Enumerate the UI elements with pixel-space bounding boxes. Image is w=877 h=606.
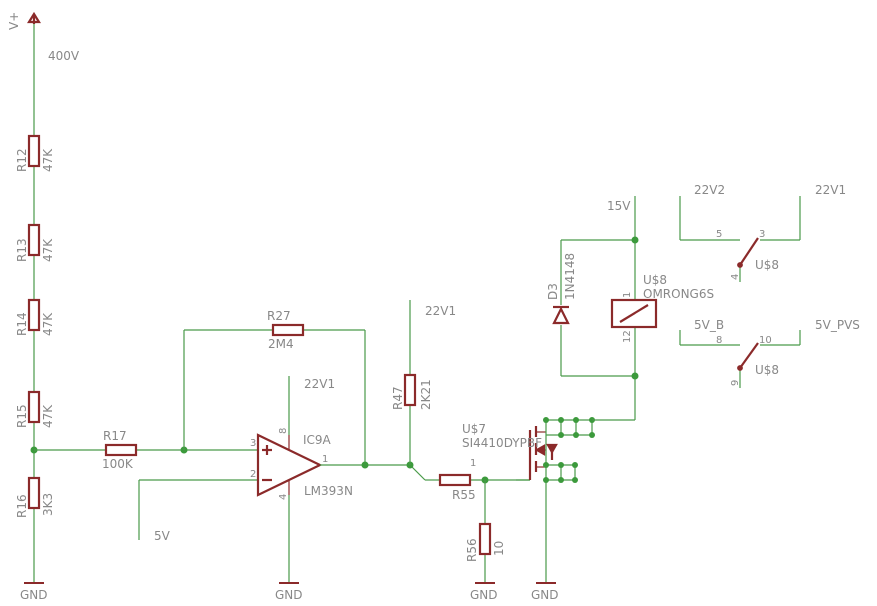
resistor-r16: R16 3K3 <box>15 476 55 518</box>
v5-label: 5V <box>154 529 171 543</box>
r47-name: R47 <box>391 386 405 410</box>
mosfet-gate-pin: 1 <box>470 458 476 469</box>
relay-coil-u8: 1 12 U$8 OMRONG6S <box>610 273 714 343</box>
switch-b-pin9: 9 <box>730 380 741 386</box>
switch-a-pin3: 3 <box>759 229 765 240</box>
relay-bot-left-label: 5V_B <box>694 318 724 332</box>
relay-supply-wires <box>560 196 636 377</box>
mosfet-u7: U$7 SI4410DYPBF <box>462 419 593 583</box>
r14-name: R14 <box>15 312 29 336</box>
gnd-symbol-left: GND <box>20 582 48 602</box>
resistor-r17: R17 100K <box>102 429 138 471</box>
relay-part: OMRONG6S <box>643 287 714 301</box>
opamp-pin3: 3 <box>250 438 256 449</box>
resistor-r56: R56 10 <box>465 522 506 562</box>
diode-d3: D3 1N4148 <box>546 253 577 325</box>
switch-b-pin10: 10 <box>759 335 772 346</box>
junction-output <box>361 461 369 469</box>
vplus-supply-symbol: V+ <box>7 12 41 30</box>
opamp-pin4: 4 <box>278 494 289 500</box>
junction-15v <box>631 236 639 244</box>
feedback-wires <box>183 329 366 464</box>
gnd-symbol-r56: GND <box>470 582 498 602</box>
opamp-name: IC9A <box>303 433 332 447</box>
resistor-r55: R55 <box>438 473 476 502</box>
switch-b-pin8: 8 <box>716 335 722 346</box>
resistor-r47: R47 2K21 <box>391 373 433 410</box>
junction-coil-bottom <box>631 372 639 380</box>
gnd-symbol-mosfet: GND <box>531 582 559 602</box>
r27-name: R27 <box>267 309 291 323</box>
r16-value: 3K3 <box>41 493 55 516</box>
resistor-r15: R15 47K <box>15 390 55 428</box>
r17-name: R17 <box>103 429 127 443</box>
switch-a-pin5: 5 <box>716 229 722 240</box>
mosfet-part: SI4410DYPBF <box>462 436 542 450</box>
gnd-opamp-label: GND <box>275 588 303 602</box>
gnd-mosfet-label: GND <box>531 588 559 602</box>
v400-label: 400V <box>48 49 80 63</box>
v22-opamp-label: 22V1 <box>304 377 335 391</box>
diode-name: D3 <box>546 283 560 300</box>
resistor-r14: R14 47K <box>15 298 55 336</box>
diode-part: 1N4148 <box>563 253 577 300</box>
relay-switch-b: 5V_B 5V_PVS 8 10 9 U$8 <box>679 318 860 388</box>
opamp-pin1: 1 <box>322 454 328 465</box>
opamp-pin8: 8 <box>278 428 289 434</box>
r12-name: R12 <box>15 148 29 172</box>
r56-value: 10 <box>492 541 506 556</box>
resistor-r27: R27 2M4 <box>267 309 305 351</box>
r47-value: 2K21 <box>419 379 433 410</box>
r55-name: R55 <box>452 488 476 502</box>
r17-value: 100K <box>102 457 134 471</box>
relay-bot-right-label: 5V_PVS <box>815 318 860 332</box>
relay-pin1: 1 <box>622 292 633 298</box>
opamp-pin2: 2 <box>250 469 256 480</box>
resistor-r13: R13 47K <box>15 223 55 262</box>
opamp-output-wires <box>320 464 530 481</box>
relay-switch-a: 22V2 22V1 5 3 4 U$8 <box>679 183 846 282</box>
mosfet-junctions <box>543 417 595 483</box>
opamp-part: LM393N <box>304 484 353 498</box>
r15-name: R15 <box>15 404 29 428</box>
opamp-ic9a: 3 2 1 8 4 IC9A LM393N <box>250 428 353 500</box>
relay-name: U$8 <box>643 273 667 287</box>
v15-label: 15V <box>607 199 631 213</box>
gnd-left-label: GND <box>20 588 48 602</box>
r56-name: R56 <box>465 538 479 562</box>
r13-name: R13 <box>15 238 29 262</box>
resistor-r12: R12 47K <box>15 134 55 172</box>
r14-value: 47K <box>41 312 55 336</box>
switch-a-name: U$8 <box>755 258 779 272</box>
switch-a-pin4: 4 <box>730 274 741 280</box>
drain-wires <box>592 376 636 421</box>
r12-value: 47K <box>41 148 55 172</box>
gnd-r56-label: GND <box>470 588 498 602</box>
switch-b-name: U$8 <box>755 363 779 377</box>
v22-r47-label: 22V1 <box>425 304 456 318</box>
vplus-label: V+ <box>7 12 21 30</box>
r16-name: R16 <box>15 494 29 518</box>
relay-pin12: 12 <box>622 330 633 343</box>
gnd-symbol-opamp: GND <box>275 582 303 602</box>
r27-value: 2M4 <box>268 337 294 351</box>
r13-value: 47K <box>41 238 55 262</box>
r15-value: 47K <box>41 404 55 428</box>
mosfet-name: U$7 <box>462 422 486 436</box>
ref-5v-wires <box>138 479 258 540</box>
relay-top-left-label: 22V2 <box>694 183 725 197</box>
relay-top-right-label: 22V1 <box>815 183 846 197</box>
